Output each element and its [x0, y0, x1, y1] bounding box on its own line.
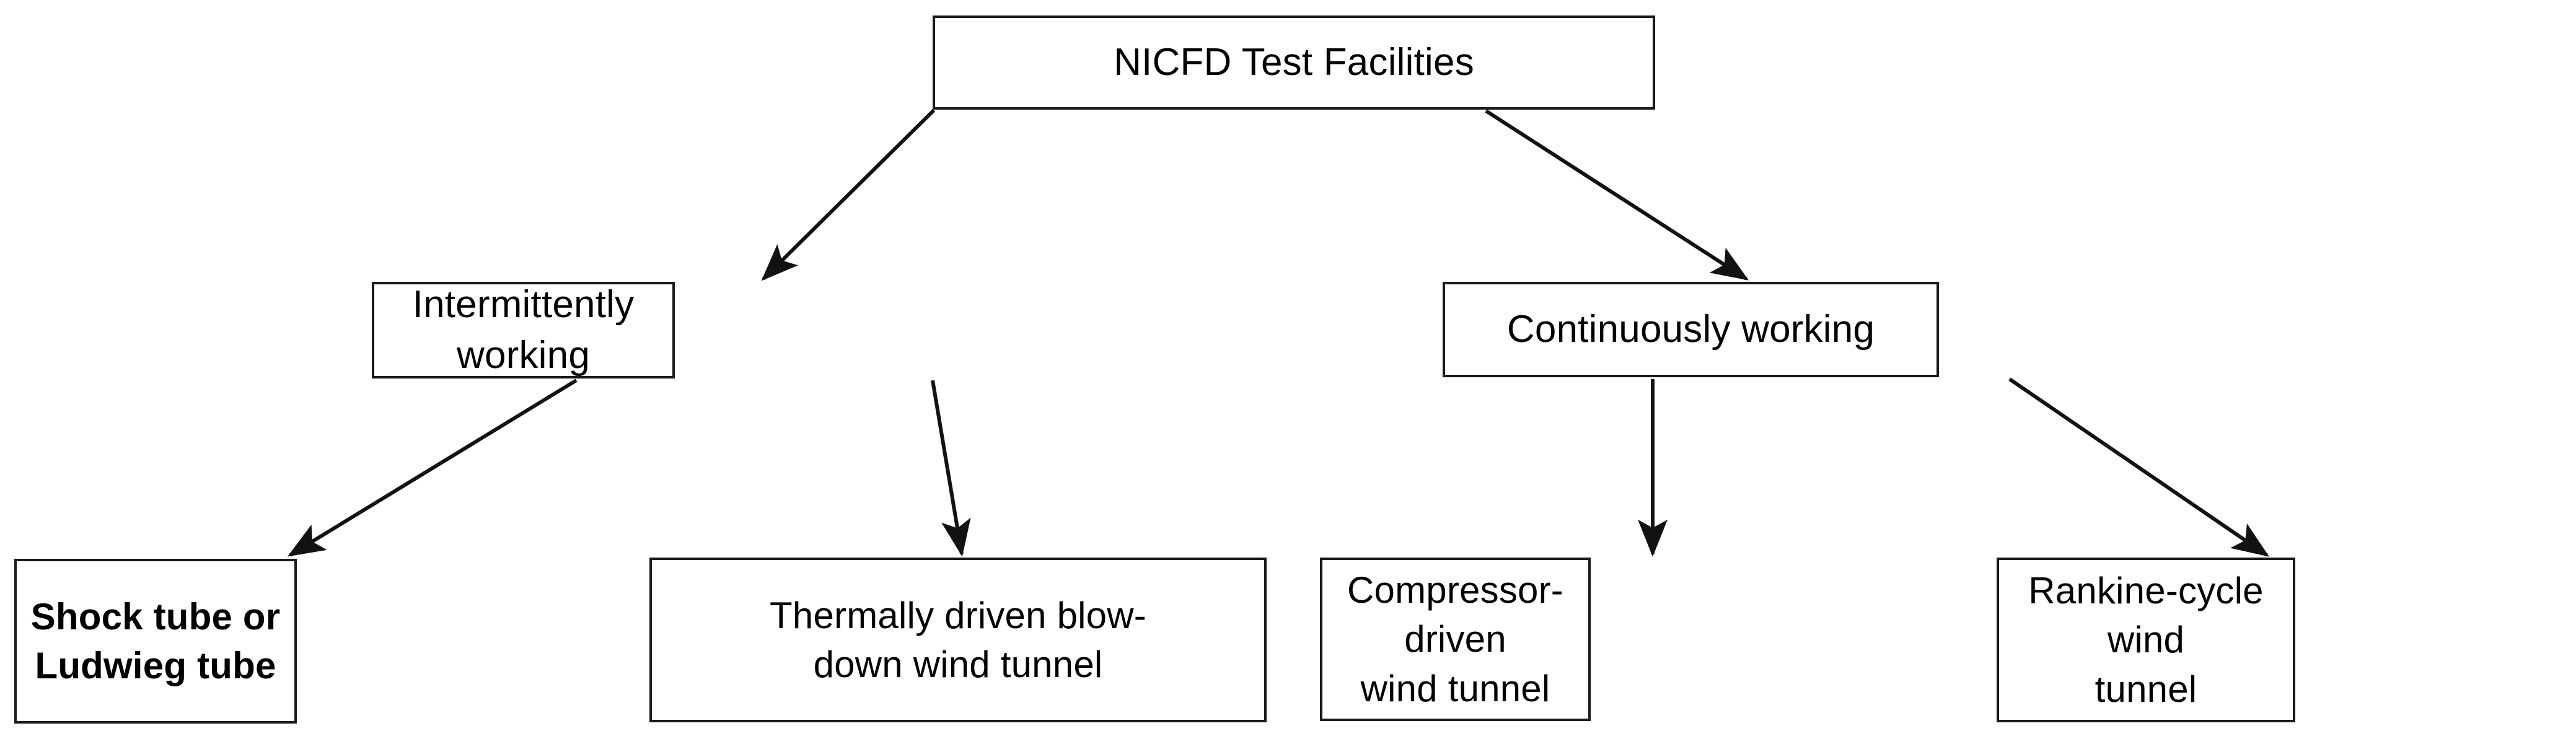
- node-label-root: NICFD Test Facilities: [1114, 41, 1474, 84]
- node-nicfd-test-facilities[interactable]: NICFD Test Facilities: [933, 15, 1655, 110]
- node-label-compressor-driven-wind-tunnel: Compressor-driven wind tunnel: [1347, 569, 1563, 709]
- node-thermally-driven-blow-down-wind-tunnel[interactable]: Thermally driven blow- down wind tunnel: [649, 558, 1267, 722]
- edge-intermittently-working-to-blowdown-tunnel: [931, 380, 971, 557]
- node-label-intermittently-working: Intermittently working: [412, 283, 635, 377]
- node-intermittently-working[interactable]: Intermittently working: [372, 282, 675, 379]
- edge-root-to-intermittently-working: [761, 108, 936, 281]
- node-label-continuously-working: Continuously working: [1506, 308, 1875, 351]
- node-compressor-driven-wind-tunnel[interactable]: Compressor-driven wind tunnel: [1320, 558, 1591, 721]
- node-label-shock-tube-or-ludwieg-tube: Shock tube or Ludwieg tube: [30, 595, 281, 686]
- edge-intermittently-working-to-shock-tube: [287, 379, 578, 557]
- node-label-rankine-cycle-wind-tunnel: Rankine-cycle wind tunnel: [2028, 570, 2264, 710]
- edge-continuously-working-to-rankine-tunnel: [2008, 377, 2269, 557]
- node-continuously-working[interactable]: Continuously working: [1443, 282, 1939, 377]
- node-label-thermally-driven-blow-down-wind-tunnel: Thermally driven blow- down wind tunnel: [770, 594, 1146, 685]
- node-rankine-cycle-wind-tunnel[interactable]: Rankine-cycle wind tunnel: [1997, 558, 2295, 722]
- node-shock-tube-or-ludwieg-tube[interactable]: Shock tube or Ludwieg tube: [14, 559, 297, 724]
- edge-root-to-continuously-working: [1485, 109, 1749, 281]
